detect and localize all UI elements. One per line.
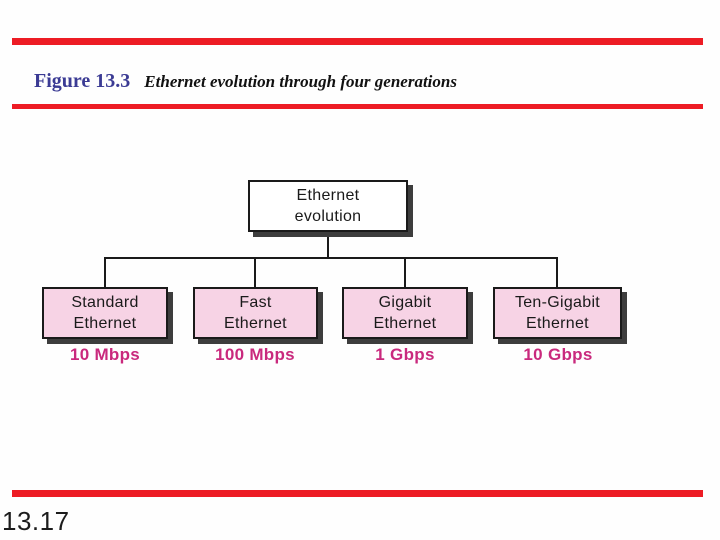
figure-title-row: Figure 13.3 Ethernet evolution through f… (34, 70, 457, 93)
header-red-rule (12, 104, 703, 109)
figure-caption: Ethernet evolution through four generati… (144, 72, 457, 91)
node-label-line2: Ethernet (224, 315, 287, 332)
root-node-label-line2: evolution (294, 208, 362, 225)
node-gigabit-ethernet: Gigabit Ethernet (342, 287, 468, 339)
node-label-line2: Ethernet (373, 315, 437, 332)
node-label-line1: Fast (239, 294, 272, 311)
top-red-rule (12, 38, 703, 45)
node-standard-ethernet: Standard Ethernet (42, 287, 168, 339)
node-label-line2: Ethernet (73, 315, 137, 332)
node-ten-gigabit-ethernet: Ten-Gigabit Ethernet (493, 287, 622, 339)
root-node-ethernet-evolution: Ethernet evolution (248, 180, 408, 232)
connector-root-vertical (327, 230, 329, 259)
footer-red-rule (12, 490, 703, 497)
figure-label: Figure 13.3 (34, 70, 131, 92)
connector-stub-gigabit (404, 258, 406, 288)
node-label-line2: Ethernet (526, 315, 589, 332)
speed-label-fast: 100 Mbps (215, 345, 295, 364)
connector-stub-fast (254, 258, 256, 288)
node-label-line1: Gigabit (378, 294, 432, 311)
node-fast-ethernet: Fast Ethernet (193, 287, 318, 339)
node-label-line1: Standard (71, 294, 139, 311)
speed-label-gigabit: 1 Gbps (375, 345, 435, 364)
speed-label-standard: 10 Mbps (69, 345, 141, 364)
connector-stub-ten-gigabit (556, 258, 558, 288)
node-label-line1: Ten-Gigabit (514, 294, 601, 311)
speed-label-ten-gigabit: 10 Gbps (523, 345, 593, 364)
connector-horizontal (104, 257, 558, 259)
page-number: 13.17 (2, 506, 70, 536)
root-node-label-line1: Ethernet (296, 187, 360, 204)
connector-stub-standard (104, 258, 106, 288)
